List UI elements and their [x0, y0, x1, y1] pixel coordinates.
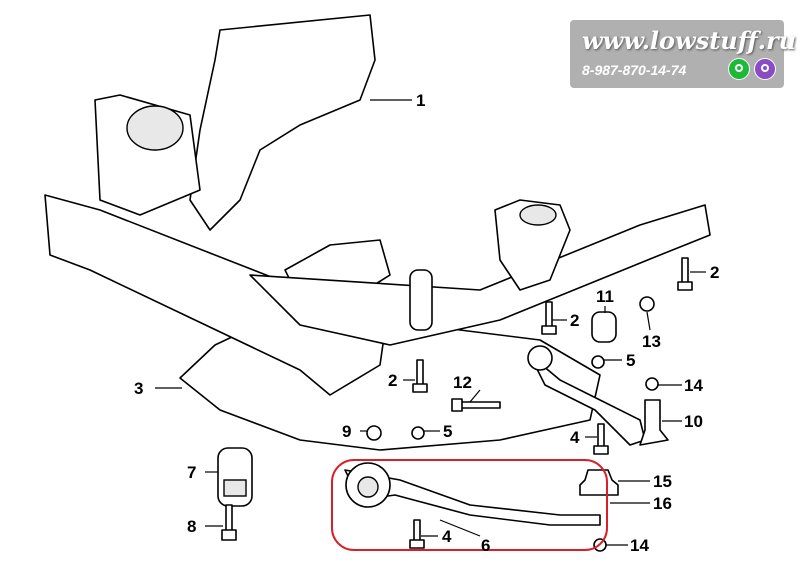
ball-joint: [639, 399, 669, 446]
callout-8: 8: [187, 517, 196, 536]
callout-2: 2: [388, 371, 397, 390]
wishbone-bushing-core: [357, 476, 379, 498]
subframe-main-beam: [44, 194, 386, 396]
subframe-cross-beam: [249, 204, 711, 346]
whatsapp-icon: [728, 58, 750, 80]
callout-5: 5: [443, 422, 452, 441]
watermark: www.lowstuff.ru 8-987-870-14-74: [570, 20, 796, 88]
right-strut-mount: [519, 204, 557, 226]
callout-13: 13: [642, 332, 661, 351]
callout-4: 4: [570, 428, 580, 447]
callout-3: 3: [134, 379, 143, 398]
leader-lines: [155, 99, 706, 546]
watermark-site: www.lowstuff.ru: [582, 26, 797, 55]
tension-strut-bushing: [527, 345, 553, 371]
viber-icon: [754, 58, 776, 80]
bearing-15: [579, 469, 619, 496]
callout-16: 16: [653, 494, 672, 513]
rubber-mount: [217, 447, 253, 507]
rubber-bushing: [591, 311, 617, 343]
bolts: [221, 257, 693, 552]
callout-2: 2: [570, 311, 579, 330]
callout-9: 9: [342, 422, 351, 441]
highlight-outline: [331, 459, 608, 551]
subframe-front-beam: [189, 14, 376, 231]
callout-6: 6: [481, 536, 490, 555]
callout-12: 12: [453, 373, 472, 392]
callout-5: 5: [626, 351, 635, 370]
callout-2: 2: [710, 263, 719, 282]
callout-11: 11: [596, 287, 614, 306]
callout-14: 14: [630, 536, 649, 555]
callout-1: 1: [416, 91, 425, 110]
strut-mount-hole: [126, 105, 184, 151]
center-sleeve: [409, 269, 433, 331]
callout-14: 14: [684, 376, 703, 395]
callout-4: 4: [442, 527, 452, 546]
callout-15: 15: [653, 472, 672, 491]
rubber-mount-core: [223, 479, 247, 497]
nut-13: [639, 296, 655, 312]
callout-10: 10: [684, 412, 703, 431]
callout-7: 7: [187, 463, 196, 482]
watermark-phone: 8-987-870-14-74: [582, 62, 687, 78]
